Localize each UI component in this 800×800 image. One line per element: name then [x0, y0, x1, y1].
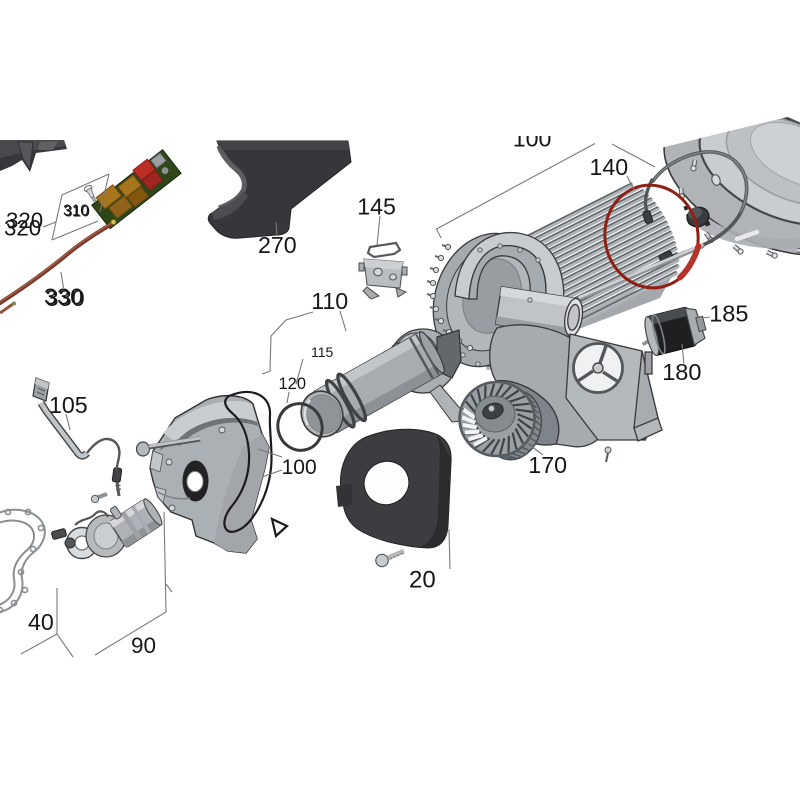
svg-text:90: 90: [131, 633, 156, 658]
svg-text:320: 320: [6, 208, 43, 233]
svg-text:100: 100: [282, 456, 317, 479]
svg-text:115: 115: [311, 344, 334, 360]
svg-text:320: 320: [4, 216, 41, 241]
svg-text:120: 120: [279, 375, 307, 393]
svg-text:310: 310: [64, 204, 90, 221]
svg-text:110: 110: [311, 288, 348, 314]
svg-text:20: 20: [409, 567, 436, 594]
svg-text:170: 170: [528, 452, 567, 478]
svg-text:100: 100: [513, 126, 552, 152]
svg-text:185: 185: [709, 301, 748, 327]
svg-text:40: 40: [28, 609, 54, 635]
svg-text:330: 330: [46, 285, 85, 311]
svg-text:145: 145: [357, 194, 396, 220]
svg-text:140: 140: [590, 154, 629, 180]
svg-text:105: 105: [49, 392, 88, 418]
svg-text:270: 270: [258, 232, 297, 258]
svg-text:310: 310: [63, 203, 89, 220]
svg-text:180: 180: [662, 359, 701, 385]
